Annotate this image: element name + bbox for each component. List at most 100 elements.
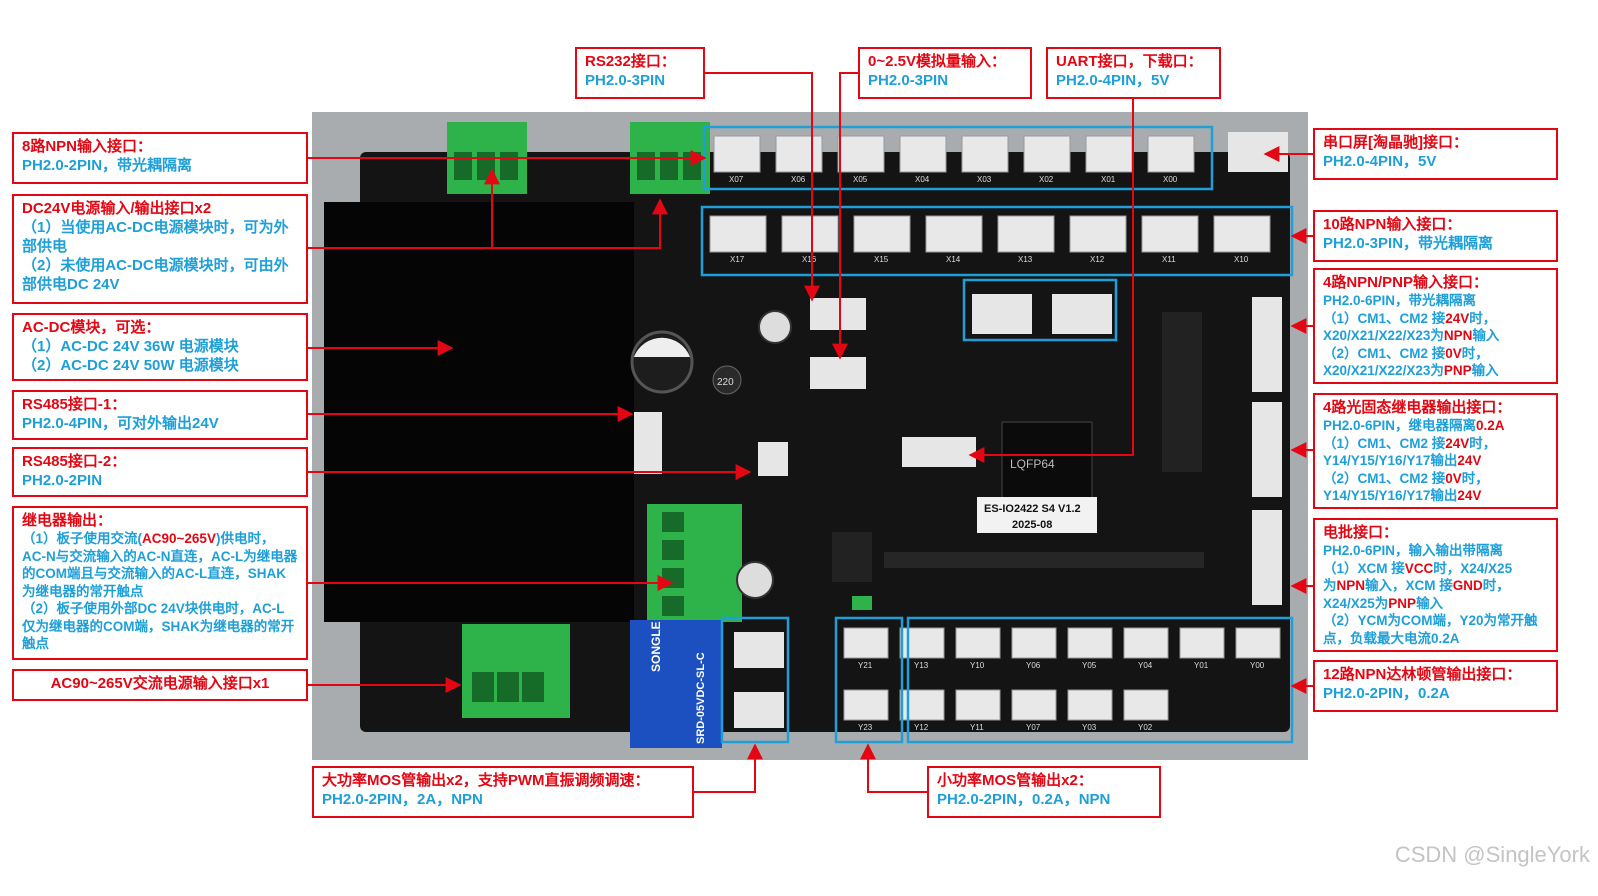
connector-ebatch xyxy=(1252,510,1282,605)
callout-rs485-2-body: PH2.0-2PIN xyxy=(22,472,103,489)
output-label-y03: Y03 xyxy=(1082,723,1097,732)
callout-dc24-line1: （1）当使用AC-DC电源模块时，可为外部供电 xyxy=(22,219,289,255)
highlight-mos-big xyxy=(720,616,790,744)
callout-relay: 继电器输出： （1）板子使用交流(AC90~265V)供电时，AC-N与交流输入… xyxy=(12,506,308,660)
callout-uart: UART接口，下载口： PH2.0-4PIN，5V xyxy=(1046,47,1221,99)
output-label-y21: Y21 xyxy=(858,661,873,670)
rs232-connector xyxy=(810,298,866,330)
callout-relay-line1: （1）板子使用交流(AC90~265V)供电时，AC-N与交流输入的AC-N直连… xyxy=(22,531,298,599)
callout-darlington: 12路NPN达林顿管输出接口： PH2.0-2PIN，0.2A xyxy=(1313,660,1558,712)
callout-screen: 串口屏[淘晶驰]接口： PH2.0-4PIN，5V xyxy=(1313,128,1558,180)
callout-mos-small-title: 小功率MOS管输出x2： xyxy=(937,772,1093,789)
callout-acdc-title: AC-DC模块，可选： xyxy=(22,319,161,336)
output-label-y06: Y06 xyxy=(1026,661,1041,670)
capacitor-small-1 xyxy=(758,310,792,344)
arrow-mos-big xyxy=(694,743,763,793)
input-label-x06: X06 xyxy=(791,175,806,184)
callout-ebatch-l2: 为NPN输入，XCM 接GND时， xyxy=(1323,578,1510,593)
callout-relay-title: 继电器输出： xyxy=(22,512,113,529)
callout-npnpnp-l3: （2）CM1、CM2 接0V时， xyxy=(1323,345,1489,361)
terminal-ac-input xyxy=(462,624,570,718)
input-connector-x12 xyxy=(1069,215,1127,253)
output-label-y05: Y05 xyxy=(1082,661,1097,670)
acdc-module xyxy=(324,202,634,622)
callout-ac-in: AC90~265V交流电源输入接口x1 xyxy=(12,669,308,701)
arrow-uart xyxy=(968,99,1134,463)
callout-dc24-line2: （2）未使用AC-DC电源模块时，可由外部供电DC 24V xyxy=(22,257,289,293)
input-label-x07: X07 xyxy=(729,175,744,184)
input-connector-x11 xyxy=(1141,215,1199,253)
input-label-x04: X04 xyxy=(915,175,930,184)
callout-npn10-body: PH2.0-3PIN，带光耦隔离 xyxy=(1323,235,1494,252)
model-label-bg xyxy=(977,497,1097,533)
input-connector-x04 xyxy=(899,135,947,173)
uart-connector xyxy=(902,437,976,467)
input-label-x05: X05 xyxy=(853,175,868,184)
callout-rs485-1-body: PH2.0-4PIN，可对外输出24V xyxy=(22,415,219,432)
callout-darlington-title: 12路NPN达林顿管输出接口： xyxy=(1323,666,1522,683)
callout-npnpnp-title: 4路NPN/PNP输入接口： xyxy=(1323,274,1489,291)
callout-npnpnp: 4路NPN/PNP输入接口： PH2.0-6PIN，带光耦隔离 （1）CM1、C… xyxy=(1313,268,1558,384)
output-label-y10: Y10 xyxy=(970,661,985,670)
output-connector-y11 xyxy=(955,689,1001,721)
callout-npnpnp-l4: X20/X21/X22/X23为PNP输入 xyxy=(1323,363,1499,378)
arrow-dc24-b xyxy=(308,198,668,249)
callout-rs485-2: RS485接口-2： PH2.0-2PIN xyxy=(12,447,308,497)
output-connector-y02 xyxy=(1123,689,1169,721)
input-connector-x05 xyxy=(837,135,885,173)
mos-big xyxy=(832,532,872,582)
inductor xyxy=(712,365,742,395)
output-label-y23: Y23 xyxy=(858,723,873,732)
callout-rs485-1-title: RS485接口-1： xyxy=(22,396,127,413)
callout-acdc: AC-DC模块，可选： （1）AC-DC 24V 36W 电源模块 （2）AC-… xyxy=(12,313,308,381)
callout-ssr-l2: Y14/Y15/Y16/Y17输出24V xyxy=(1323,453,1482,468)
output-connector-y03 xyxy=(1067,689,1113,721)
rs485-1-connector xyxy=(634,412,662,474)
input-connector-x13 xyxy=(997,215,1055,253)
input-label-x11: X11 xyxy=(1162,255,1176,264)
output-label-y13: Y13 xyxy=(914,661,929,670)
output-label-y04: Y04 xyxy=(1138,661,1153,670)
inductor-label: 220 xyxy=(717,377,734,388)
arrow-adc xyxy=(832,72,858,360)
output-connector-y04 xyxy=(1123,627,1169,659)
mcu-label: LQFP64 xyxy=(1010,457,1055,471)
callout-screen-body: PH2.0-4PIN，5V xyxy=(1323,153,1437,170)
output-connector-y05 xyxy=(1067,627,1113,659)
connector-y22 xyxy=(734,632,784,668)
callout-ssr-l0: PH2.0-6PIN，继电器隔离0.2A xyxy=(1323,418,1505,433)
input-connector-x15 xyxy=(853,215,911,253)
input-connector-x14 xyxy=(925,215,983,253)
callout-npn8-body: PH2.0-2PIN，带光耦隔离 xyxy=(22,157,193,174)
arrow-dc24-a xyxy=(308,168,500,249)
input-connector-x03 xyxy=(961,135,1009,173)
arrow-rs232 xyxy=(705,72,820,302)
input-label-x03: X03 xyxy=(977,175,992,184)
callout-ebatch-l4: （2）YCM为COM端，Y20为常开触点，负载最大电流0.2A xyxy=(1323,613,1538,646)
callout-npnpnp-l0: PH2.0-6PIN，带光耦隔离 xyxy=(1323,293,1477,308)
callout-ebatch-l0: PH2.0-6PIN，输入输出带隔离 xyxy=(1323,543,1504,558)
callout-ebatch: 电批接口： PH2.0-6PIN，输入输出带隔离 （1）XCM 接VCC时，X2… xyxy=(1313,518,1558,652)
callout-rs485-2-title: RS485接口-2： xyxy=(22,453,127,470)
input-connector-x17 xyxy=(709,215,767,253)
callout-ssr-l3: （2）CM1、CM2 接0V时， xyxy=(1323,470,1489,486)
input-connector-x16 xyxy=(781,215,839,253)
callout-npn8: 8路NPN输入接口： PH2.0-2PIN，带光耦隔离 xyxy=(12,132,308,184)
callout-ssr-l4: Y14/Y15/Y16/Y17输出24V xyxy=(1323,488,1482,503)
rs485-2-connector xyxy=(758,442,788,476)
callout-relay-line2: （2）板子使用外部DC 24V块供电时，AC-L仅为继电器的COM端，SHAK为… xyxy=(22,601,295,651)
pcb-board-photo: SONGLE SRD-05VDC-SL-C 220 LQFP64 ES-IO24… xyxy=(312,112,1308,760)
pcb-board-graphic: SONGLE SRD-05VDC-SL-C 220 LQFP64 ES-IO24… xyxy=(324,122,1294,748)
callout-adc-body: PH2.0-3PIN xyxy=(868,72,949,89)
highlight-mos-small xyxy=(834,616,904,744)
input-connector-x01 xyxy=(1085,135,1133,173)
input-label-x10: X10 xyxy=(1234,255,1249,264)
input-connector-x00 xyxy=(1147,135,1195,173)
callout-rs485-1: RS485接口-1： PH2.0-4PIN，可对外输出24V xyxy=(12,390,308,440)
callout-ssr-l1: （1）CM1、CM2 接24V时， xyxy=(1323,435,1497,451)
input-label-x02: X02 xyxy=(1039,175,1054,184)
input-label-x13: X13 xyxy=(1018,255,1033,264)
callout-dc24-title: DC24V电源输入/输出接口x2 xyxy=(22,200,212,217)
